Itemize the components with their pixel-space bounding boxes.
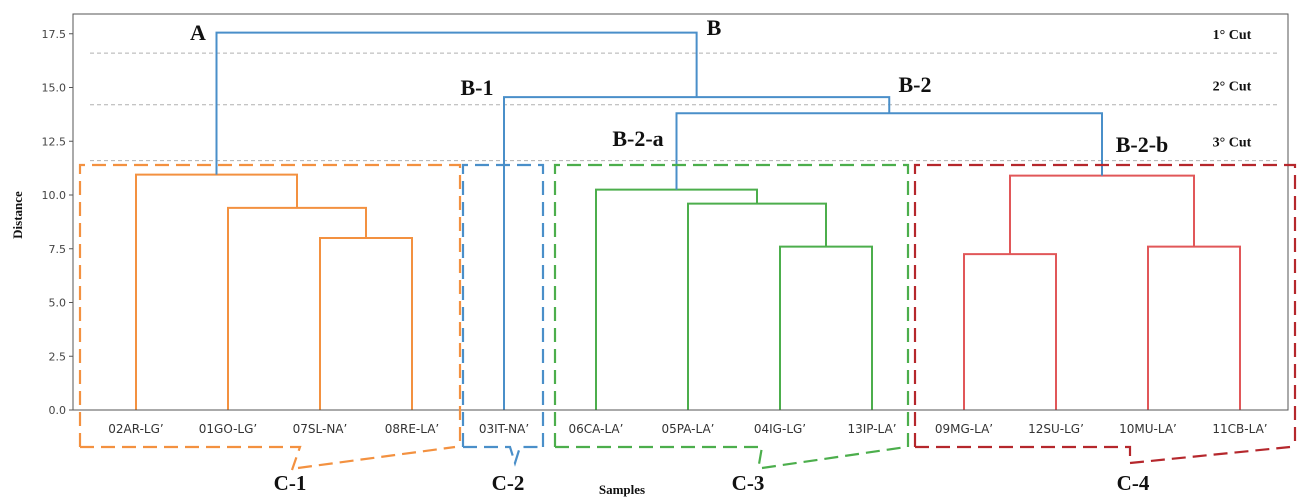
cut-lines: 1° Cut 2° Cut 3° Cut [90,28,1280,162]
dendrogram-link [215,31,698,175]
node-annotation: B-2 [899,72,932,97]
dendrogram-links [135,31,1241,410]
y-tick-label: 15.0 [42,82,67,95]
x-axis: 02AR-LG’ 01GO-LG’ 07SL-NA’ 08RE-LA’ 03IT-NA’… [108,422,1267,436]
leaf-label: 13IP-LA’ [847,422,896,436]
y-tick-label: 2.5 [49,350,67,363]
node-annotation: A [190,20,206,45]
y-tick-label: 17.5 [42,28,67,41]
cluster-label: C-2 [492,471,525,495]
y-tick-label: 12.5 [42,135,67,148]
leaf-label: 08RE-LA’ [385,422,440,436]
leaf-label: 10MU-LA’ [1119,422,1177,436]
cluster-box [553,163,910,447]
dendrogram-link [319,237,413,410]
plot-frame [72,13,1289,411]
cluster-callout [463,445,543,467]
cluster-callout [555,445,907,471]
leaf-label: 06CA-LA’ [569,422,624,436]
cut-label: 1° Cut [1213,28,1252,43]
dendrogram-link [1009,174,1195,255]
cluster-callout [80,445,456,471]
leaf-label: 03IT-NA’ [479,422,529,436]
cluster-label: C-3 [732,471,765,495]
node-annotations: A B B-1 B-2B-2-a B-2-b [190,15,1168,157]
dendrogram-link [963,253,1057,410]
dendrogram-link [687,202,827,410]
node-annotation: B-2-b [1116,132,1169,157]
dendrogram-link [135,173,298,410]
cluster-label: C-4 [1117,471,1150,495]
leaf-label: 02AR-LG’ [108,422,163,436]
leaf-label: 01GO-LG’ [199,422,257,436]
y-tick-label: 5.0 [49,297,67,310]
dendrogram-link [675,112,1103,190]
cluster-label: C-1 [274,471,307,495]
x-axis-label: Samples [599,482,645,497]
dendrogram-link [779,245,873,410]
leaf-label: 05PA-LA’ [662,422,715,436]
dendrogram-link [503,96,891,410]
dendrogram-link [595,188,758,410]
cluster-box [78,163,462,447]
node-annotation: B-2-a [612,126,663,151]
y-axis: 0.0 2.5 5.0 7.5 10.0 12.5 15.0 17.5 [42,28,73,417]
node-annotation: B [707,15,722,40]
y-tick-label: 10.0 [42,189,67,202]
leaf-label: 12SU-LG’ [1028,422,1084,436]
y-tick-label: 7.5 [49,243,67,256]
cluster-box [461,163,545,447]
leaf-label: 09MG-LA’ [935,422,993,436]
cluster-box [913,163,1297,447]
y-tick-label: 0.0 [49,404,67,417]
cluster-callout [915,445,1291,465]
leaf-label: 07SL-NA’ [293,422,348,436]
cut-label: 3° Cut [1213,136,1252,151]
leaf-label: 04IG-LG’ [754,422,806,436]
dendrogram-link [1147,245,1241,410]
y-axis-label: Distance [10,191,25,239]
cluster-boxes: C-1 C-2 C-3 C-4 [78,163,1297,495]
leaf-label: 11CB-LA’ [1212,422,1267,436]
node-annotation: B-1 [461,75,494,100]
cut-label: 2° Cut [1213,80,1252,95]
